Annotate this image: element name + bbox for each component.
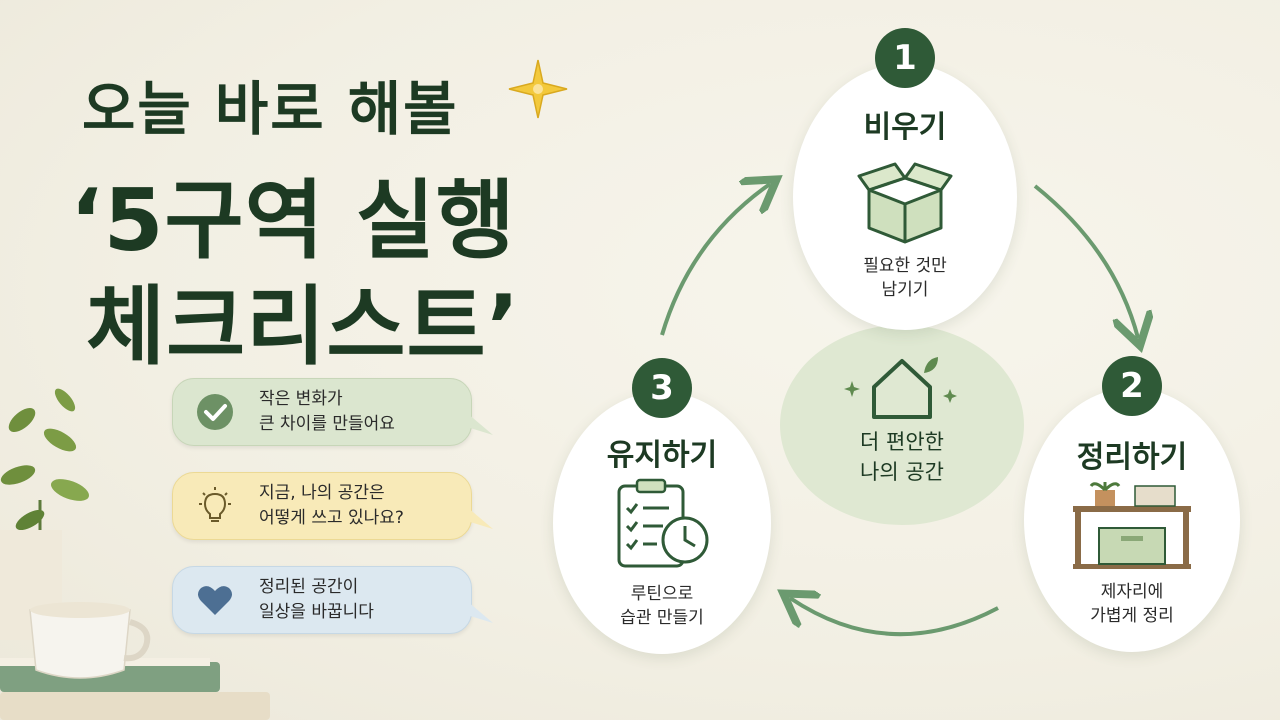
step-number-badge: 1 <box>875 28 935 88</box>
clipboard-clock-icon <box>617 478 709 568</box>
bubble-text: 작은 변화가 큰 차이를 만들어요 <box>259 387 395 437</box>
arrow-2-to-3 <box>790 598 999 637</box>
arrow-1-to-2 <box>1033 184 1138 338</box>
center-line: 나의 공간 <box>860 460 944 484</box>
bubble-line: 큰 차이를 만들어요 <box>259 414 395 434</box>
step-desc-line: 제자리에 <box>1100 582 1164 602</box>
step-desc-line: 습관 만들기 <box>620 608 704 628</box>
bubble-line: 작은 변화가 <box>259 389 343 409</box>
bubble-line: 지금, 나의 공간은 <box>259 483 385 503</box>
message-bubble-1: 작은 변화가 큰 차이를 만들어요 <box>172 378 493 446</box>
books-and-cup-decoration <box>0 602 270 720</box>
step-number-badge: 3 <box>632 358 692 418</box>
step-description: 루틴으로 습관 만들기 <box>553 582 771 630</box>
bubble-text: 정리된 공간이 일상을 바꿉니다 <box>259 575 374 625</box>
open-box-icon <box>857 162 953 244</box>
step-desc-line: 남기기 <box>881 280 929 300</box>
arrow-3-to-1 <box>660 184 770 336</box>
title-line-3: 체크리스트’ <box>86 277 521 377</box>
bubble-text: 지금, 나의 공간은 어떻게 쓰고 있나요? <box>259 481 404 531</box>
heart-icon <box>193 578 237 622</box>
step-description: 필요한 것만 남기기 <box>793 254 1017 302</box>
center-circle: 더 편안한 나의 공간 <box>780 325 1024 525</box>
step-desc-line: 루틴으로 <box>630 584 694 604</box>
step-card-1: 비우기 필요한 것만 남기기 <box>793 64 1017 330</box>
bubble-line: 일상을 바꿉니다 <box>259 602 374 622</box>
step-title: 유지하기 <box>606 438 718 473</box>
step-title: 정리하기 <box>1076 440 1188 475</box>
step-card-2: 정리하기 제자리에 가볍게 정리 <box>1024 388 1240 652</box>
step-description: 제자리에 가볍게 정리 <box>1024 580 1240 628</box>
bubble-line: 어떻게 쓰고 있나요? <box>259 508 404 528</box>
center-text: 더 편안한 나의 공간 <box>780 427 1024 487</box>
house-leaf-icon <box>844 357 957 419</box>
lightbulb-icon <box>193 484 237 528</box>
sparkle-icon <box>508 59 568 119</box>
step-number-badge: 2 <box>1102 356 1162 416</box>
check-circle-icon <box>193 390 237 434</box>
center-line: 더 편안한 <box>860 430 944 454</box>
title-line-1: 오늘 바로 해볼 <box>82 75 459 143</box>
shelf-icon <box>1073 482 1191 569</box>
bubble-tail <box>467 413 493 435</box>
message-bubble-3: 정리된 공간이 일상을 바꿉니다 <box>172 566 493 634</box>
bubble-tail <box>467 507 493 529</box>
message-bubble-2: 지금, 나의 공간은 어떻게 쓰고 있나요? <box>172 472 493 540</box>
plant-decoration <box>0 388 90 640</box>
title-line-2: ‘5구역 실행 <box>70 171 516 271</box>
bubble-line: 정리된 공간이 <box>259 577 359 597</box>
bubble-tail <box>467 601 493 623</box>
step-card-3: 유지하기 루틴으로 습관 만들기 <box>553 392 771 654</box>
step-desc-line: 가볍게 정리 <box>1090 606 1174 626</box>
step-desc-line: 필요한 것만 <box>863 256 947 276</box>
step-title: 비우기 <box>863 110 947 145</box>
